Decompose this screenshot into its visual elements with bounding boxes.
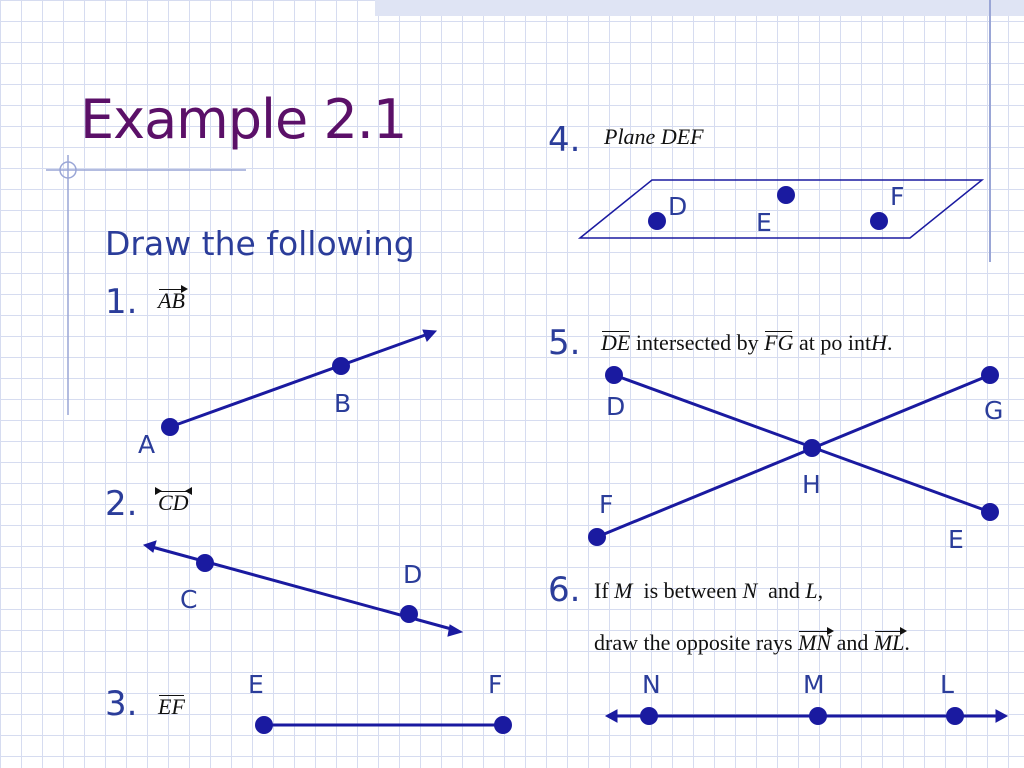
item-number-6: 6. [548, 570, 581, 610]
ray-ml-notation: ML [873, 627, 907, 655]
intersected-by-text: intersected by [635, 330, 759, 355]
line-cd [142, 540, 464, 637]
point-n [640, 707, 658, 725]
expr-intersection: DE intersected by FG at po intH. [601, 330, 892, 356]
label-d: D [403, 560, 423, 589]
point-d-5 [605, 366, 623, 384]
intersecting-lines [588, 366, 999, 546]
point-h-5 [803, 439, 821, 457]
label-m: M [803, 670, 825, 699]
plane-word: Plane [604, 124, 656, 149]
label-e-5: E [948, 525, 964, 554]
item-number-1: 1. [105, 282, 138, 322]
segment-ef-notation: EF [158, 694, 185, 719]
comma: , [817, 578, 824, 603]
ray-ab-notation: AB [158, 285, 188, 313]
label-f-5: F [599, 490, 614, 519]
label-h-5: H [802, 470, 821, 499]
segment-fg-notation: FG [764, 330, 794, 355]
between-text: is between [643, 578, 737, 603]
point-a [161, 418, 179, 436]
expr-plane-def: Plane DEF [604, 124, 704, 150]
top-bar [375, 0, 1024, 16]
plane-name: DEF [660, 124, 704, 149]
var-n: N [742, 578, 758, 603]
point-m [809, 707, 827, 725]
label-l: L [940, 670, 954, 699]
item-number-4: 4. [548, 120, 581, 160]
segment-de-notation: DE [601, 330, 631, 355]
period-2: . [904, 630, 910, 655]
item-number-3: 3. [105, 684, 138, 724]
point-d [400, 605, 418, 623]
point-e-plane [777, 186, 795, 204]
slide-subtitle: Draw the following [105, 224, 415, 263]
point-e-5 [981, 503, 999, 521]
label-n: N [642, 670, 661, 699]
expr-segment-ef: EF [158, 694, 185, 720]
point-g-5 [981, 366, 999, 384]
item-number-5: 5. [548, 323, 581, 363]
and-word-2: and [836, 630, 869, 655]
plane-def [577, 179, 985, 239]
point-l [946, 707, 964, 725]
label-e: E [248, 670, 264, 699]
label-g-5: G [984, 396, 1004, 425]
opposite-rays [604, 707, 1009, 725]
opposite-rays-text: draw the opposite rays [594, 630, 793, 655]
expr-opposite-rays: draw the opposite rays MN and ML. [594, 627, 910, 656]
ray-ab [161, 329, 438, 436]
label-a: A [138, 430, 156, 459]
var-m: M [614, 578, 633, 603]
point-h-notation: H [871, 330, 887, 355]
slide-title: Example 2.1 [80, 88, 407, 151]
point-c [196, 554, 214, 572]
expr-between: If M is between N and L, [594, 578, 823, 604]
point-f [494, 716, 512, 734]
label-f-plane: F [890, 182, 905, 211]
label-e-plane: E [756, 208, 772, 237]
label-b: B [334, 389, 352, 418]
point-d-plane [648, 212, 666, 230]
line-cd-notation: CD [155, 487, 192, 515]
segment-ef [255, 716, 512, 734]
expr-ray-ab: AB [158, 285, 188, 314]
item-number-2: 2. [105, 484, 138, 524]
label-c: C [180, 585, 198, 614]
point-f-plane [870, 212, 888, 230]
label-f: F [488, 670, 503, 699]
var-l: L [805, 578, 818, 603]
if-word: If [594, 578, 609, 603]
point-f-5 [588, 528, 606, 546]
ray-mn-notation: MN [798, 627, 835, 655]
and-word: and [768, 578, 800, 603]
label-d-plane: D [668, 192, 688, 221]
point-e [255, 716, 273, 734]
rule-ornament [59, 161, 77, 179]
label-d-5: D [606, 392, 626, 421]
point-b [332, 357, 350, 375]
period: . [886, 330, 893, 355]
at-point-text: at po int [798, 330, 872, 355]
expr-line-cd: CD [155, 487, 192, 516]
